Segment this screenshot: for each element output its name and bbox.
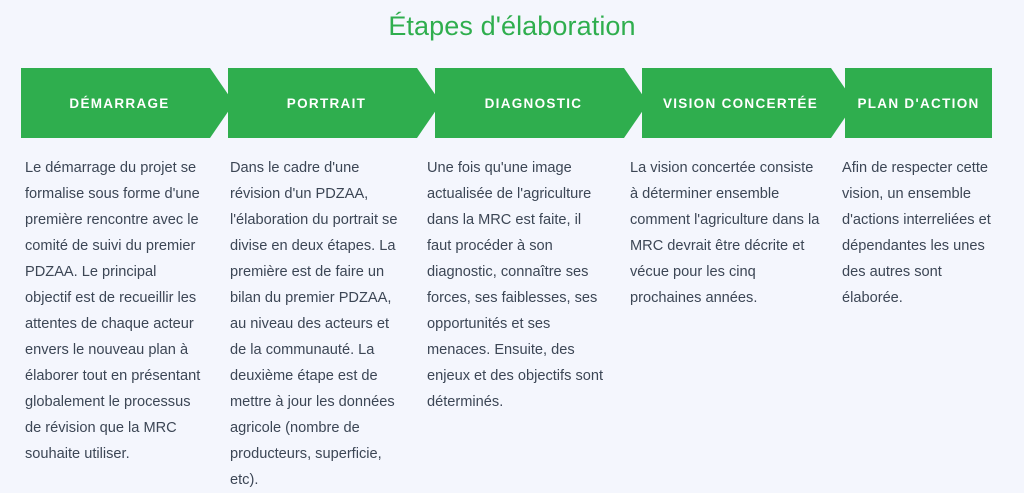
step-description-portrait: Dans le cadre d'une révision d'un PDZAA,…	[230, 155, 406, 493]
step-description-text: Afin de respecter cette vision, un ensem…	[842, 160, 991, 306]
step-description-vision-concertee: La vision concertée consiste à détermine…	[630, 155, 820, 311]
step-description-diagnostic: Une fois qu'une image actualisée de l'ag…	[427, 155, 607, 415]
step-banner-demarrage[interactable]: DÉMARRAGE	[21, 68, 234, 138]
step-banner-plan-daction[interactable]: PLAN D'ACTION	[845, 68, 992, 138]
step-banner-diagnostic[interactable]: DIAGNOSTIC	[435, 68, 648, 138]
page-title: Étapes d'élaboration	[388, 11, 636, 41]
step-banner-vision-concertee[interactable]: VISION CONCERTÉE	[642, 68, 855, 138]
step-banner-label: DÉMARRAGE	[69, 95, 170, 111]
step-banner-row: DÉMARRAGE PORTRAIT DIAGNOSTIC VISION CON…	[21, 68, 1003, 138]
process-steps-infographic: Étapes d'élaboration DÉMARRAGE PORTRAIT …	[0, 11, 1024, 488]
step-description-text: Dans le cadre d'une révision d'un PDZAA,…	[230, 160, 398, 488]
step-banner-label: PLAN D'ACTION	[857, 95, 980, 111]
step-description-columns: Le démarrage du projet se formalise sous…	[0, 155, 1024, 488]
step-banner-label: VISION CONCERTÉE	[662, 95, 819, 111]
step-description-text: Le démarrage du projet se formalise sous…	[25, 160, 201, 462]
step-banner-label: DIAGNOSTIC	[484, 95, 583, 111]
step-banner-label: PORTRAIT	[286, 95, 367, 111]
step-description-text: Une fois qu'une image actualisée de l'ag…	[427, 160, 604, 410]
step-description-demarrage: Le démarrage du projet se formalise sous…	[25, 155, 201, 467]
step-description-text: La vision concertée consiste à détermine…	[630, 160, 820, 306]
step-banner-portrait[interactable]: PORTRAIT	[228, 68, 441, 138]
step-description-plan-daction: Afin de respecter cette vision, un ensem…	[842, 155, 1000, 311]
